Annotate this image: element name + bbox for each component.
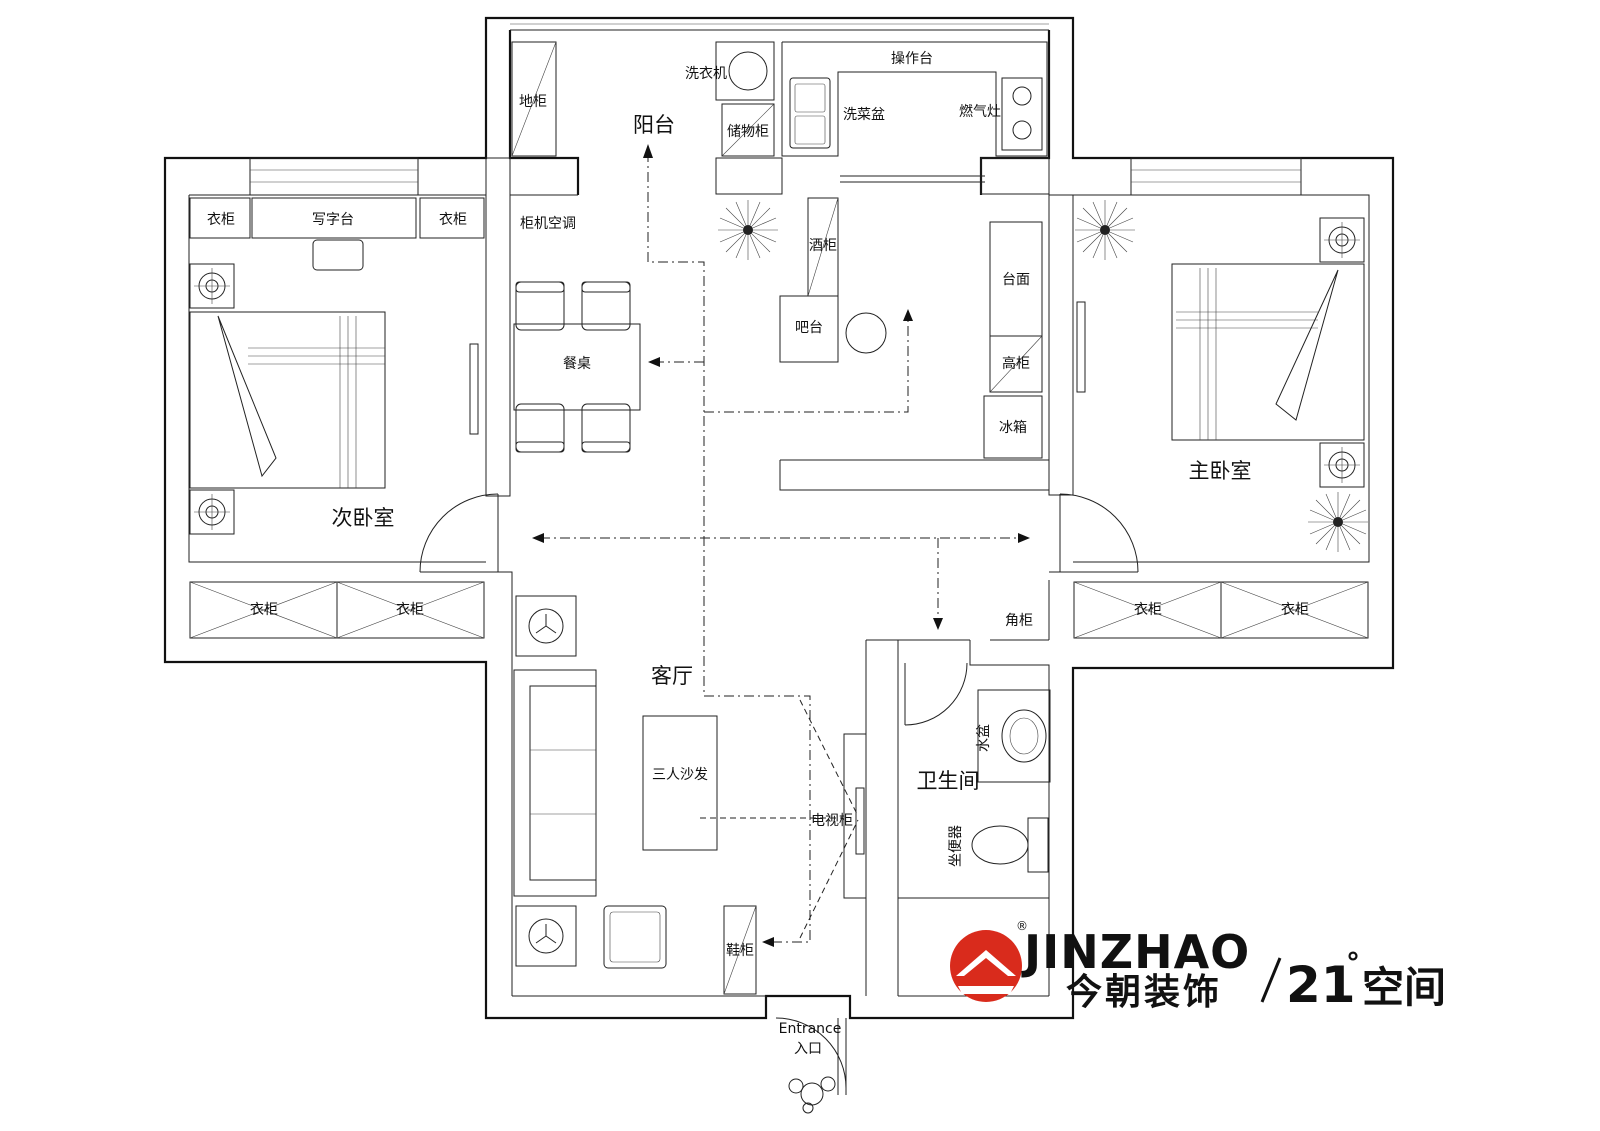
- fridge-label: 冰箱: [999, 420, 1027, 436]
- wardrobes: 衣柜 衣柜 衣柜 衣柜 角柜: [189, 580, 1369, 641]
- logo-icon: [950, 930, 1022, 1002]
- entrance: Entrance 入口: [779, 1021, 842, 1114]
- plant-icon: [1307, 491, 1369, 553]
- desk-label: 写字台: [312, 212, 354, 228]
- room-bathroom-label: 卫生间: [917, 769, 980, 793]
- sofa-label: 三人沙发: [652, 767, 708, 783]
- wardrobe-2b-label: 衣柜: [396, 602, 424, 618]
- wardrobe-right-label: 衣柜: [439, 212, 467, 228]
- tv-cabinet-label: 电视柜: [811, 813, 853, 829]
- bar-counter-label: 吧台: [795, 320, 823, 336]
- balcony-fixtures: 地柜 洗衣机 储物柜 阳台: [511, 41, 775, 157]
- tall-cabinet-label: 高柜: [1002, 355, 1030, 372]
- living-room: 客厅 三人沙发 电视柜 鞋柜: [513, 595, 867, 995]
- wardrobe-3a-label: 衣柜: [1134, 602, 1162, 618]
- room-master-bedroom-label: 主卧室: [1189, 459, 1252, 483]
- lamp-icon: [189, 263, 235, 309]
- brand-logo: JINZHAO ® 今朝装饰 21 ° 空间: [950, 919, 1446, 1014]
- brand-name-cn: 今朝装饰: [1066, 972, 1222, 1013]
- shoe-cabinet-label: 鞋柜: [726, 943, 754, 959]
- doors: [419, 493, 1139, 1095]
- storage-cabinet-label: 储物柜: [727, 124, 769, 140]
- countertop-label: 台面: [1002, 272, 1030, 288]
- lamp-icon: [189, 489, 235, 535]
- registered-mark: ®: [1016, 919, 1028, 933]
- lamp-icon: [1319, 442, 1365, 488]
- master-bedroom: 主卧室: [1074, 199, 1369, 553]
- sink-label: 洗菜盆: [843, 107, 885, 123]
- wardrobe-left-label: 衣柜: [207, 212, 235, 228]
- entrance-en-label: Entrance: [779, 1021, 842, 1037]
- plant-icon: [1074, 199, 1136, 261]
- washing-machine-label: 洗衣机: [685, 66, 727, 82]
- brand-21-number: 21: [1286, 956, 1356, 1014]
- brand-21-tail: 空间: [1362, 963, 1446, 1012]
- brand-21-degree: °: [1346, 946, 1360, 979]
- lamp-icon: [1319, 217, 1365, 263]
- dining: 柜机空调 餐桌: [513, 216, 641, 453]
- second-bedroom: 衣柜 写字台 衣柜 次卧室: [189, 197, 485, 535]
- worktop-label: 操作台: [891, 51, 933, 67]
- toilet-label: 坐便器: [948, 825, 964, 867]
- gas-stove-label: 燃气灶: [959, 103, 1001, 120]
- entrance-cn-label: 入口: [794, 1041, 822, 1057]
- wardrobe-2a-label: 衣柜: [250, 602, 278, 618]
- dining-table-label: 餐桌: [563, 356, 591, 372]
- circulation-arrows: [532, 144, 1030, 947]
- room-living-label: 客厅: [651, 664, 693, 688]
- wine-cabinet-label: 酒柜: [809, 238, 837, 254]
- cabinet-ac-label: 柜机空调: [520, 216, 576, 232]
- bathroom: 水盆 坐便器 卫生间: [917, 689, 1051, 873]
- corner-cabinet-label: 角柜: [1005, 613, 1033, 629]
- plant-icon: [717, 199, 779, 261]
- wardrobe-3b-label: 衣柜: [1281, 602, 1309, 618]
- kitchen: 操作台 洗菜盆 燃气灶 酒柜 吧台 台面 高柜 冰箱: [717, 41, 1048, 459]
- room-second-bedroom-label: 次卧室: [332, 506, 395, 530]
- brand-name-en: JINZHAO: [1021, 925, 1250, 979]
- wash-basin-label: 水盆: [976, 724, 992, 752]
- floor-cabinet-label: 地柜: [519, 94, 547, 110]
- person-icon: [788, 1076, 836, 1114]
- room-balcony-label: 阳台: [633, 113, 675, 137]
